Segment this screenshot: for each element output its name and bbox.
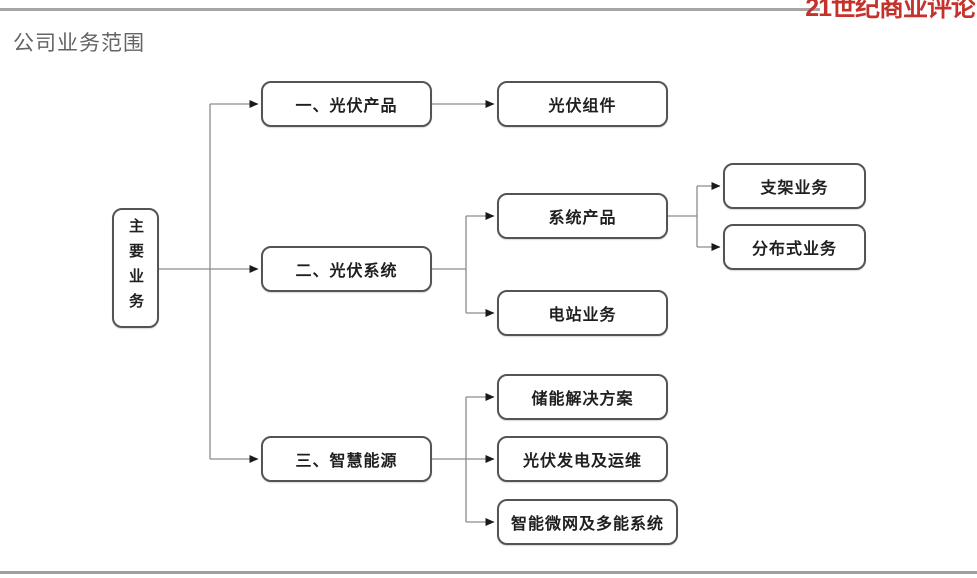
node-energy-storage-solutions: 储能解决方案: [497, 374, 668, 420]
node-smart-energy: 三、智慧能源: [261, 436, 432, 482]
brand-logo-text: 21世纪商业评论: [805, 0, 975, 22]
node-label: 光伏发电及运维: [522, 453, 642, 470]
node-label: 支架业务: [760, 180, 829, 197]
node-power-station-business: 电站业务: [497, 290, 668, 336]
node-pv-systems: 二、光伏系统: [261, 246, 432, 292]
node-bracket-business: 支架业务: [723, 163, 866, 209]
node-pv-modules: 光伏组件: [497, 81, 668, 127]
node-main-business: 主要业务: [112, 208, 159, 328]
brand-logo: 21世纪商业评论: [805, 0, 975, 23]
node-label: 电站业务: [548, 307, 617, 324]
node-pv-generation-om: 光伏发电及运维: [497, 436, 668, 482]
node-smart-microgrid-multi-energy: 智能微网及多能系统: [497, 499, 678, 545]
node-label: 二、光伏系统: [295, 263, 398, 280]
node-label: 一、光伏产品: [295, 98, 398, 115]
node-label: 三、智慧能源: [295, 453, 398, 470]
header-divider-line: [0, 8, 820, 11]
node-system-products: 系统产品: [497, 193, 668, 239]
node-distributed-business: 分布式业务: [723, 224, 866, 270]
footer-divider-line: [0, 571, 977, 574]
node-pv-products: 一、光伏产品: [261, 81, 432, 127]
node-label: 主要业务: [127, 218, 144, 318]
node-label: 智能微网及多能系统: [510, 516, 664, 533]
node-label: 系统产品: [548, 210, 617, 227]
page-title: 公司业务范围: [13, 32, 145, 55]
node-label: 分布式业务: [751, 241, 837, 258]
node-label: 储能解决方案: [531, 391, 634, 408]
node-label: 光伏组件: [548, 98, 617, 115]
